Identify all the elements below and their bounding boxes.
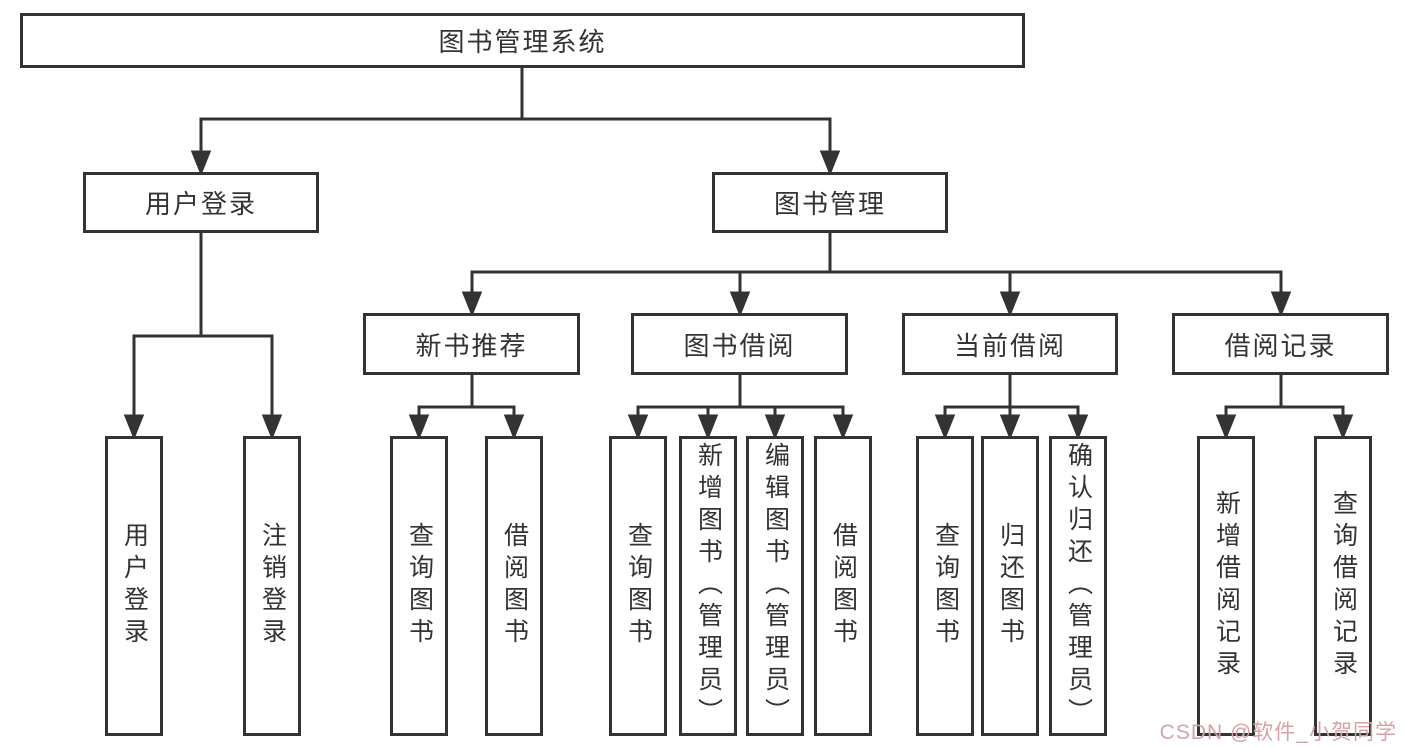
arrow-down-icon: [261, 414, 283, 441]
node-leaf-add-borrow-record-label: 新增借阅记录: [1212, 490, 1241, 682]
node-current-borrow: 当前借阅: [902, 313, 1118, 375]
arrow-down-icon: [627, 414, 649, 441]
arrow-down-icon: [832, 414, 854, 441]
arrow-down-icon: [1067, 414, 1089, 441]
arrow-down-icon: [999, 291, 1021, 318]
node-leaf-confirm-return-admin: 确认归还（管理员）: [1049, 436, 1107, 736]
node-leaf-add-borrow-record: 新增借阅记录: [1197, 436, 1255, 736]
node-leaf-logout: 注销登录: [243, 436, 301, 736]
connector-user-login-children: [123, 231, 283, 441]
node-library-system-label: 图书管理系统: [438, 27, 607, 57]
arrow-down-icon: [764, 414, 786, 441]
node-leaf-query-books-borrow-label: 查询图书: [624, 522, 653, 650]
node-library-system: 图书管理系统: [20, 13, 1025, 68]
node-leaf-query-books-recommend-label: 查询图书: [405, 522, 434, 650]
connector-root-to-level2: [190, 66, 841, 177]
arrow-down-icon: [1332, 414, 1354, 441]
arrow-down-icon: [1215, 414, 1237, 441]
node-leaf-edit-book-admin-label: 编辑图书（管理员）: [761, 442, 790, 730]
watermark: CSDN @软件_小贺同学: [1159, 721, 1397, 744]
node-leaf-borrow-books-recommend: 借阅图书: [485, 436, 543, 736]
node-leaf-logout-label: 注销登录: [258, 522, 287, 650]
arrow-down-icon: [408, 414, 430, 441]
connector-borrow-records-children: [1215, 373, 1354, 441]
node-leaf-query-books-recommend: 查询图书: [390, 436, 448, 736]
arrow-down-icon: [503, 414, 525, 441]
node-leaf-query-borrow-record: 查询借阅记录: [1314, 436, 1372, 736]
arrow-down-icon: [123, 414, 145, 441]
arrow-down-icon: [461, 291, 483, 318]
arrow-down-icon: [819, 150, 841, 177]
node-leaf-query-books-current-label: 查询图书: [931, 522, 960, 650]
node-new-book-recommend: 新书推荐: [363, 313, 580, 375]
node-leaf-user-login-label: 用户登录: [120, 522, 149, 650]
node-leaf-query-borrow-record-label: 查询借阅记录: [1329, 490, 1358, 682]
connector-book-management-children: [461, 231, 1292, 318]
arrow-down-icon: [934, 414, 956, 441]
connector-current-borrow-children: [934, 373, 1089, 441]
node-book-management: 图书管理: [712, 172, 948, 233]
node-leaf-add-book-admin: 新增图书（管理员）: [679, 436, 737, 736]
arrow-down-icon: [729, 291, 751, 318]
node-book-borrow-label: 图书借阅: [683, 330, 796, 361]
node-leaf-confirm-return-admin-label: 确认归还（管理员）: [1064, 442, 1093, 730]
node-leaf-borrow-books: 借阅图书: [814, 436, 872, 736]
connector-new-book-recommend-children: [408, 373, 525, 441]
node-leaf-user-login: 用户登录: [105, 436, 163, 736]
node-user-login-label: 用户登录: [144, 189, 257, 219]
node-borrow-records: 借阅记录: [1172, 313, 1389, 375]
node-new-book-recommend-label: 新书推荐: [415, 330, 528, 361]
node-book-management-label: 图书管理: [773, 189, 886, 219]
arrow-down-icon: [190, 150, 212, 177]
connector-book-borrow-children: [627, 373, 854, 441]
node-borrow-records-label: 借阅记录: [1224, 330, 1337, 361]
node-leaf-borrow-books-label: 借阅图书: [829, 522, 858, 650]
node-user-login: 用户登录: [83, 172, 319, 233]
arrow-down-icon: [1270, 291, 1292, 318]
node-leaf-return-book-label: 归还图书: [996, 522, 1025, 650]
node-leaf-query-books-current: 查询图书: [916, 436, 974, 736]
node-current-borrow-label: 当前借阅: [953, 330, 1066, 361]
node-book-borrow: 图书借阅: [631, 313, 848, 375]
node-leaf-add-book-admin-label: 新增图书（管理员）: [694, 442, 723, 730]
node-leaf-return-book: 归还图书: [981, 436, 1039, 736]
arrow-down-icon: [999, 414, 1021, 441]
node-leaf-query-books-borrow: 查询图书: [609, 436, 667, 736]
node-leaf-borrow-books-recommend-label: 借阅图书: [500, 522, 529, 650]
node-leaf-edit-book-admin: 编辑图书（管理员）: [746, 436, 804, 736]
arrow-down-icon: [697, 414, 719, 441]
